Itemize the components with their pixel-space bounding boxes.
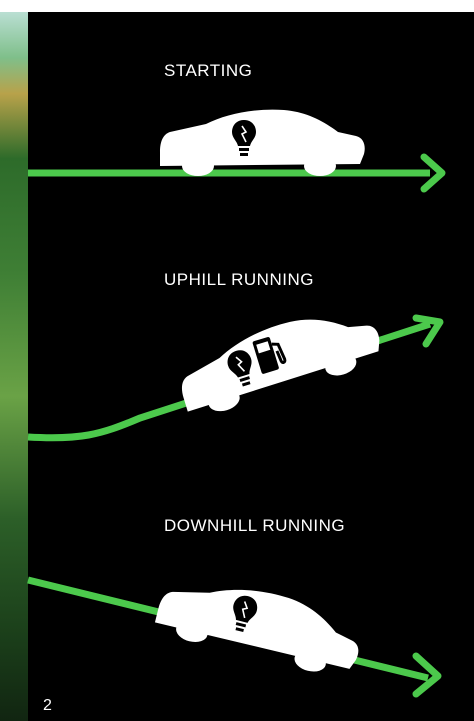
stage-label-starting: STARTING bbox=[164, 61, 252, 81]
page-number: 2 bbox=[43, 697, 52, 715]
stage-label-downhill: DOWNHILL RUNNING bbox=[164, 516, 345, 536]
stage-label-uphill: UPHILL RUNNING bbox=[164, 270, 314, 290]
car-uphill bbox=[171, 298, 386, 421]
car-starting bbox=[160, 110, 365, 176]
starting-scene bbox=[28, 110, 442, 189]
uphill-scene bbox=[28, 298, 440, 438]
downhill-scene bbox=[28, 568, 438, 694]
car-downhill bbox=[153, 568, 368, 682]
